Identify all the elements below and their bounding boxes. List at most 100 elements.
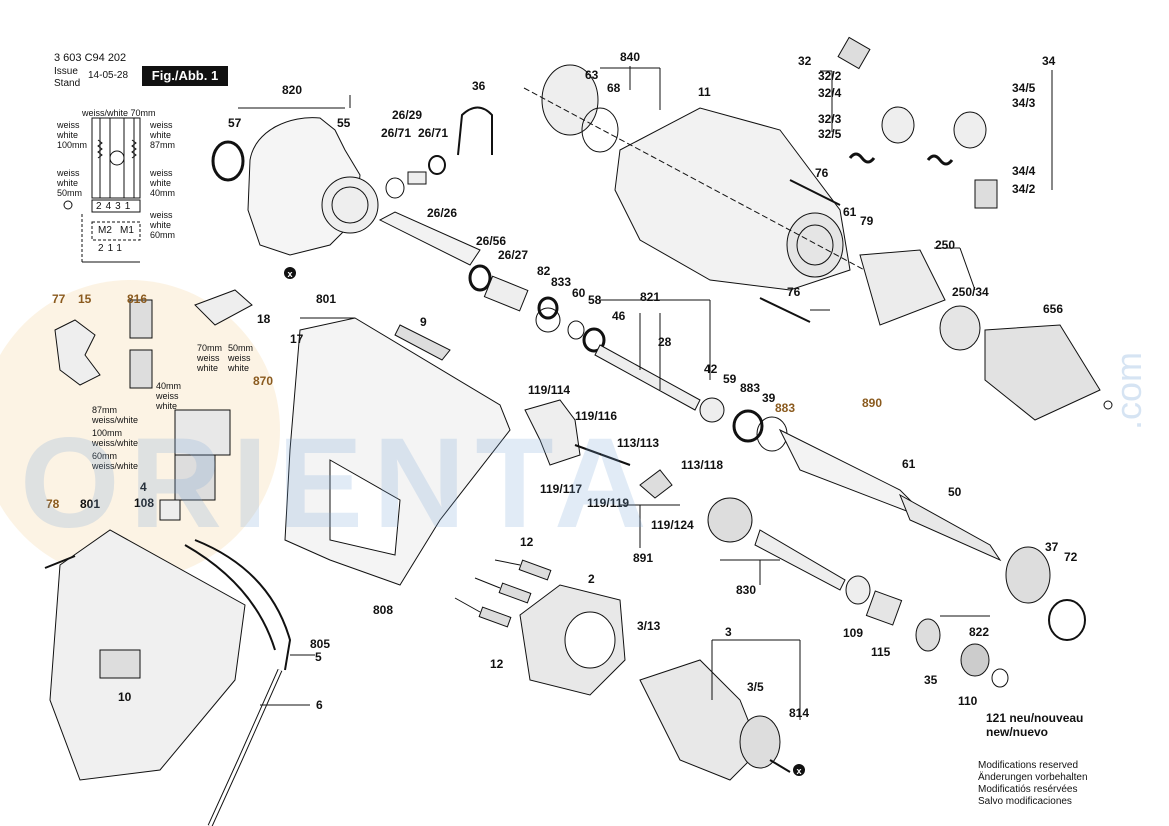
part-number-p72: 72 xyxy=(1064,550,1078,564)
wiring-note-text: 40mm xyxy=(150,188,176,198)
hammer-tube-assembly xyxy=(378,211,1086,641)
wiring-note-text: white xyxy=(150,178,172,188)
part-number-p6: 6 xyxy=(316,698,323,712)
part-number-p119-119: 119/119 xyxy=(587,496,629,510)
part-number-p801b: 801 xyxy=(80,497,100,511)
handle-housing xyxy=(44,529,292,826)
part-number-p883a: 883 xyxy=(740,381,760,395)
part-number-p890: 890 xyxy=(862,396,882,410)
document-number: 3 603 C94 202 xyxy=(54,52,127,64)
part-number-p10: 10 xyxy=(118,690,132,704)
front-housing-assembly xyxy=(211,107,379,256)
part-number-p32-5: 32/5 xyxy=(818,127,842,141)
part-number-p61b: 61 xyxy=(902,457,916,471)
part-number-p26-71a: 26/71 xyxy=(381,126,411,140)
wiring-note-text: weiss xyxy=(150,120,173,130)
wiring-note-text: white xyxy=(57,178,79,188)
wiring-note-text: 87mm xyxy=(150,140,176,150)
part-number-p830: 830 xyxy=(736,583,756,597)
part-number-p11: 11 xyxy=(698,85,711,99)
svg-text:x: x xyxy=(796,766,801,776)
part-number-p37: 37 xyxy=(1045,540,1059,554)
wiring-note-text: weiss xyxy=(150,168,173,178)
part-number-p26-27: 26/27 xyxy=(498,248,528,262)
part-number-p28: 28 xyxy=(658,335,672,349)
motor-m2: M2 xyxy=(98,225,112,236)
switch-note-d2: 50mm weiss white xyxy=(228,343,254,373)
part-number-p55: 55 xyxy=(337,116,351,130)
part-number-p26-29: 26/29 xyxy=(392,108,422,122)
part-number-p3-5: 3/5 xyxy=(747,680,764,694)
part-number-p78: 78 xyxy=(46,497,60,511)
terminal-label: 3 xyxy=(115,201,125,212)
wiring-note-left-2: weiss white 50mm xyxy=(57,168,82,198)
switch-pin-label: 1 xyxy=(107,243,117,254)
marker-x-circles: x x xyxy=(284,267,805,776)
wiring-note-right-3: weiss white 60mm xyxy=(150,210,175,240)
part-number-p32-3: 32/3 xyxy=(818,112,842,126)
part-number-p870: 870 xyxy=(253,374,273,388)
part-number-p840: 840 xyxy=(620,50,640,64)
part-number-p12a: 12 xyxy=(520,535,534,549)
part-number-p26-26: 26/26 xyxy=(427,206,457,220)
motor-m1: M1 xyxy=(120,225,134,236)
part-number-p821: 821 xyxy=(640,290,660,304)
part-number-p34-2: 34/2 xyxy=(1012,182,1036,196)
figure-label: Fig./Abb. 1 xyxy=(142,66,228,86)
wiring-note-text: white xyxy=(57,130,79,140)
svg-text:x: x xyxy=(287,269,292,279)
part-number-p26-56: 26/56 xyxy=(476,234,506,248)
part-number-p60: 60 xyxy=(572,286,586,300)
switch-pins: 211 xyxy=(98,243,126,254)
part-number-p119-116: 119/116 xyxy=(575,409,617,423)
part-number-p77: 77 xyxy=(52,292,66,306)
wiring-note-text: white xyxy=(150,130,172,140)
modifications-line: Modifications reserved xyxy=(978,760,1079,771)
wiring-note-right-2: weiss white 40mm xyxy=(150,168,175,198)
part-number-p119-117: 119/117 xyxy=(540,482,582,496)
terminal-numbers: 2431 xyxy=(96,201,134,212)
part-number-p115: 115 xyxy=(871,645,891,659)
switch-note-b: 100mm weiss/white xyxy=(92,428,139,448)
part-number-p34-5: 34/5 xyxy=(1012,81,1036,95)
part-number-p39: 39 xyxy=(762,391,776,405)
part-number-p18: 18 xyxy=(257,312,271,326)
part-number-p109: 109 xyxy=(843,626,863,640)
part-number-p58: 58 xyxy=(588,293,602,307)
part-number-p61a: 61 xyxy=(843,205,857,219)
switch-note-a: 87mm weiss/white xyxy=(92,405,139,425)
part-number-p68: 68 xyxy=(607,81,621,95)
part-number-p32-2: 32/2 xyxy=(818,69,842,83)
part-number-p822: 822 xyxy=(969,625,989,639)
issue-label: Issue xyxy=(54,66,78,77)
wiring-note-text: weiss xyxy=(57,168,80,178)
part-number-p50: 50 xyxy=(948,485,962,499)
switch-note-f: 40mm weiss white xyxy=(156,381,182,411)
part-number-p2: 2 xyxy=(588,572,595,586)
part-number-p108: 108 xyxy=(134,496,154,510)
part-number-p110: 110 xyxy=(958,694,978,708)
part-number-p79: 79 xyxy=(860,214,874,228)
part-number-p808: 808 xyxy=(373,603,393,617)
modifications-note: Modifications reserved Änderungen vorbeh… xyxy=(978,760,1088,808)
part-number-p9: 9 xyxy=(420,315,427,329)
part-number-p57: 57 xyxy=(228,116,242,130)
part-number-p59: 59 xyxy=(723,372,737,386)
part-number-p17: 17 xyxy=(290,332,304,346)
main-housing xyxy=(284,317,511,586)
wiring-note-right-1: weiss white 87mm xyxy=(150,120,175,150)
part-number-p833: 833 xyxy=(551,275,571,289)
switch-pin-label: 2 xyxy=(98,243,108,254)
part-number-p32-4: 32/4 xyxy=(818,86,842,100)
modifications-line: Salvo modificaciones xyxy=(978,796,1072,807)
wiring-note-text: 60mm xyxy=(150,230,176,240)
switch-pin-label: 1 xyxy=(116,243,126,254)
part-number-p46: 46 xyxy=(612,309,626,323)
part-number-p82: 82 xyxy=(537,264,551,278)
gear-housing xyxy=(523,64,931,306)
issue-date: 14-05-28 xyxy=(88,70,129,81)
part-number-p3-13: 3/13 xyxy=(637,619,661,633)
